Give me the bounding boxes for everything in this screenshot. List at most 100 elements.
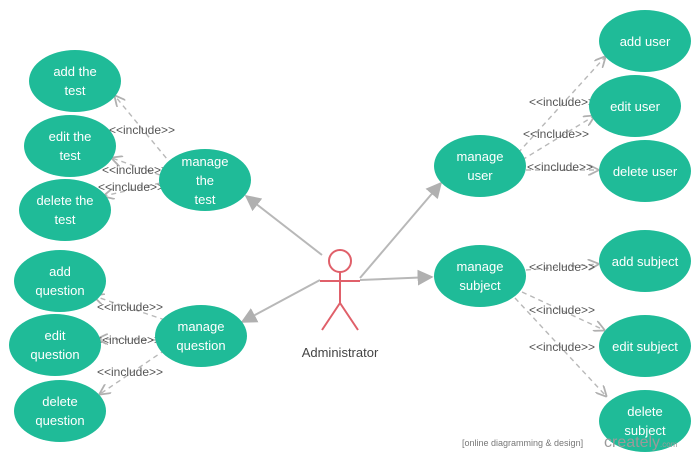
association-manage-user <box>359 181 443 279</box>
use-case-label-line: test <box>195 192 216 207</box>
use-case-label-line: add subject <box>612 254 679 269</box>
use-case-label-line: delete user <box>613 164 678 179</box>
use-case-manage-test[interactable]: manage the test <box>159 149 251 211</box>
use-case-label-line: user <box>467 168 493 183</box>
use-case-label-line: edit the <box>49 129 92 144</box>
use-case-label-line: add the <box>53 64 96 79</box>
use-case-label-line: manage <box>178 319 225 334</box>
use-case-label-line: question <box>176 338 225 353</box>
svg-text:manage: manage <box>178 319 225 334</box>
use-case-edit-subject[interactable]: edit subject <box>599 315 691 377</box>
svg-text:delete: delete <box>42 394 77 409</box>
actor-left-leg <box>321 302 341 331</box>
svg-text:question: question <box>35 413 84 428</box>
use-case-label-line: the <box>196 173 214 188</box>
svg-text:delete: delete <box>627 404 662 419</box>
use-case-label-line: test <box>55 212 76 227</box>
use-case-edit-test[interactable]: edit the test <box>24 115 116 177</box>
use-case-edit-question[interactable]: edit question <box>9 314 101 376</box>
watermark-brand: creately <box>604 434 661 451</box>
use-case-label-line: test <box>65 83 86 98</box>
association-manage-subject <box>359 269 434 286</box>
svg-text:question: question <box>30 347 79 362</box>
include-line-add-user <box>517 57 605 154</box>
use-case-manage-question[interactable]: manage question <box>155 305 247 367</box>
include-line-add-question <box>94 296 166 321</box>
use-case-label-line: delete <box>627 404 662 419</box>
include-label-delete-test: <<include>> <box>98 180 164 194</box>
use-case-label-line: delete <box>42 394 77 409</box>
include-label-edit-user: <<include>> <box>523 127 589 141</box>
use-case-delete-subject[interactable]: delete subject <box>599 390 691 452</box>
use-case-label-line: edit user <box>610 99 661 114</box>
use-case-add-test[interactable]: add the test <box>29 50 121 112</box>
watermark-suffix: .com <box>660 440 678 449</box>
include-lines <box>94 57 606 396</box>
svg-text:add user: add user <box>620 34 671 49</box>
include-label-edit-subject: <<include>> <box>529 303 595 317</box>
use-case-manage-user[interactable]: manage user <box>434 135 526 197</box>
svg-text:delete the: delete the <box>36 193 93 208</box>
use-case-edit-user[interactable]: edit user <box>589 75 681 137</box>
include-label-add-question: <<include>> <box>97 300 163 314</box>
use-case-label-line: question <box>35 283 84 298</box>
use-case-label-line: add <box>49 264 71 279</box>
use-case-delete-test[interactable]: delete the test <box>19 179 111 241</box>
actor-administrator[interactable] <box>320 249 360 331</box>
svg-text:test: test <box>65 83 86 98</box>
svg-text:add: add <box>49 264 71 279</box>
include-label-edit-test: <<include>> <box>102 163 168 177</box>
include-label-delete-question: <<include>> <box>97 365 163 379</box>
svg-text:manage: manage <box>457 259 504 274</box>
watermark-caption: [online diagramming & design] <box>462 438 584 448</box>
include-label-add-user: <<include>> <box>529 95 595 109</box>
use-cases: add the test edit the test delete the te… <box>9 10 691 452</box>
use-case-label-line: question <box>35 413 84 428</box>
svg-text:user: user <box>467 168 493 183</box>
svg-text:the: the <box>196 173 214 188</box>
use-case-label-line: edit subject <box>612 339 678 354</box>
use-case-manage-subject[interactable]: manage subject <box>434 245 526 307</box>
association-lines <box>240 181 443 323</box>
use-case-label-line: edit <box>45 328 66 343</box>
use-case-label-line: manage <box>457 149 504 164</box>
svg-text:edit subject: edit subject <box>612 339 678 354</box>
use-case-label-line: delete the <box>36 193 93 208</box>
include-line-edit-question <box>98 339 157 340</box>
include-label-delete-subject: <<include>> <box>529 340 595 354</box>
association-manage-test <box>244 195 323 256</box>
svg-text:question: question <box>35 283 84 298</box>
use-case-add-user[interactable]: add user <box>599 10 691 72</box>
include-labels: <<include>> <<include>> <<include>> <<in… <box>95 95 595 379</box>
use-case-delete-user[interactable]: delete user <box>599 140 691 202</box>
use-case-label-line: subject <box>624 423 666 438</box>
actor-right-leg <box>339 302 359 331</box>
include-label-edit-question: <<include>> <box>95 333 161 347</box>
svg-text:manage: manage <box>457 149 504 164</box>
svg-text:add subject: add subject <box>612 254 679 269</box>
include-line-delete-question <box>100 349 166 394</box>
svg-text:test: test <box>195 192 216 207</box>
include-line-delete-test <box>104 182 161 196</box>
svg-text:question: question <box>176 338 225 353</box>
include-line-add-subject <box>525 264 598 271</box>
svg-text:test: test <box>60 148 81 163</box>
include-label-delete-user: <<include>> <box>527 160 593 174</box>
use-case-delete-question[interactable]: delete question <box>14 380 106 442</box>
use-case-add-question[interactable]: add question <box>14 250 106 312</box>
svg-text:edit: edit <box>45 328 66 343</box>
include-line-edit-subject <box>521 291 604 330</box>
actor-head <box>328 249 352 273</box>
use-case-label-line: subject <box>459 278 501 293</box>
use-case-add-subject[interactable]: add subject <box>599 230 691 292</box>
svg-text:subject: subject <box>459 278 501 293</box>
actor-label: Administrator <box>302 345 379 360</box>
use-case-label-line: add user <box>620 34 671 49</box>
include-label-add-test: <<include>> <box>109 123 175 137</box>
use-case-label-line: question <box>30 347 79 362</box>
include-label-add-subject: <<include>> <box>529 260 595 274</box>
use-case-label-line: manage <box>457 259 504 274</box>
association-manage-question <box>240 279 321 323</box>
svg-text:subject: subject <box>624 423 666 438</box>
